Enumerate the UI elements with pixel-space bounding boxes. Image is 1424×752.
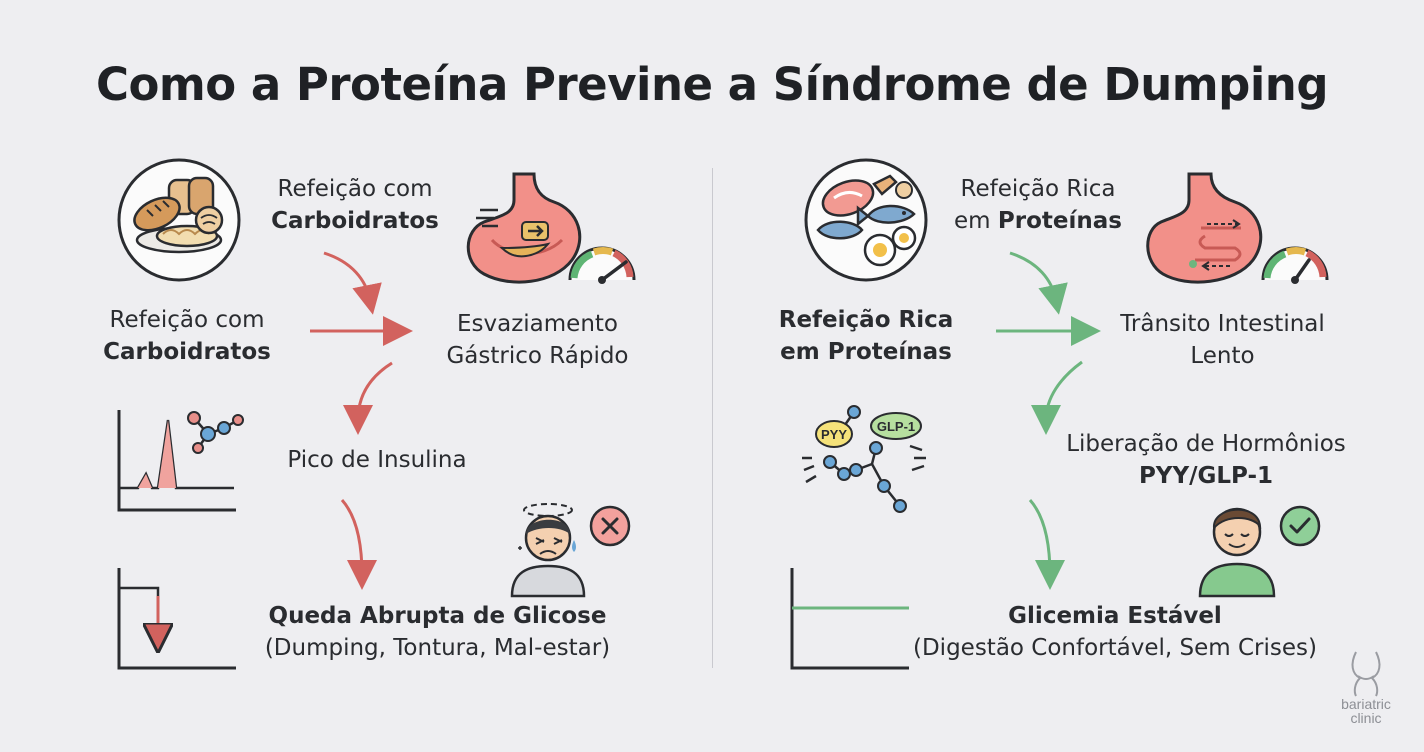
left-arrows [310,251,413,590]
glucose-drop-chart-icon [117,568,236,670]
logo-text-line1: bariatric [1341,696,1391,712]
carb-meal-label-line1: Refeição com [109,307,265,333]
carb-meal-caption-line2: Carboidratos [271,208,439,234]
logo-text-line2: clinic [1350,710,1382,726]
bariatric-clinic-logo-icon [1351,651,1381,697]
gastric-emptying-line1: Esvaziamento [457,311,618,337]
negative-x-badge-icon [589,505,631,547]
page-title: Como a Proteína Previne a Síndrome de Du… [95,58,1329,111]
arrow-emptying-to-insulin [343,361,393,435]
protein-meal-label: Refeição Rica em Proteínas [766,304,966,368]
glucose-drop-sub: (Dumping, Tontura, Mal-estar) [264,635,611,661]
hormone-release-label: Liberação de Hormônios PYY/GLP-1 [1040,428,1372,492]
protein-meal-caption: Refeição Rica em Proteínas [938,173,1138,237]
slow-transit-label: Trânsito Intestinal Lento [1100,308,1345,372]
glucose-drop-title: Queda Abrupta de Glicose [268,603,607,629]
positive-check-badge-icon [1279,505,1321,547]
protein-meal-label-line1: Refeição Rica [778,307,954,333]
logo-text: bariatric clinic [1328,697,1404,725]
gastric-emptying-line2: Gástrico Rápido [446,343,629,369]
hormone-badge-glp1: GLP-1 [877,419,915,434]
protein-meal-label-line2: em Proteínas [780,339,952,365]
carb-meal-caption-line1: Refeição com [277,176,433,202]
stable-glucose-label: Glicemia Estável (Digestão Confortável, … [905,600,1325,664]
slow-transit-line2: Lento [1190,343,1255,369]
stable-glucose-sub: (Digestão Confortável, Sem Crises) [913,635,1317,661]
hormone-molecules-icon: PYY GLP-1 [802,405,926,513]
insulin-molecule-icon [187,411,244,454]
arrow-meal-to-emptying-curved [323,251,382,315]
stable-glucose-title: Glicemia Estável [1008,603,1222,629]
hormone-release-line1: Liberação de Hormônios [1066,431,1346,457]
carb-meal-caption: Refeição com Carboidratos [250,173,460,237]
hormone-badge-pyy: PYY [821,427,847,442]
carb-plate-icon [117,158,241,282]
center-divider [712,168,713,668]
insulin-peak-label: Pico de Insulina [287,447,467,473]
protein-meal-caption-line1: Refeição Rica [960,176,1116,202]
arrow-insulin-to-drop [340,499,377,590]
hormone-release-line2: PYY/GLP-1 [1138,463,1274,489]
protein-meal-caption-line2-bold: Proteínas [997,208,1122,234]
carb-meal-label-line2: Carboidratos [103,339,271,365]
insulin-spike-chart-icon [117,410,236,512]
arrow-protein-to-transit-curved [1009,251,1068,315]
dizzy-person-icon [510,503,586,598]
calm-person-icon [1198,507,1276,598]
slow-transit-line1: Trânsito Intestinal [1120,311,1325,337]
protein-meal-caption-line2-plain: em [954,208,998,234]
stable-glucose-chart-icon [790,568,909,670]
arrow-transit-to-hormones [1031,360,1083,435]
protein-meal-caption-line2: em Proteínas [938,205,1138,237]
protein-plate-icon [804,158,928,282]
glucose-drop-label: Queda Abrupta de Glicose (Dumping, Tontu… [240,600,635,664]
arrow-hormones-to-stable [1028,499,1065,590]
stomach-fast-icon [466,172,636,284]
carb-meal-label: Refeição com Carboidratos [82,304,292,368]
stomach-slow-icon [1146,172,1329,284]
gastric-emptying-label: Esvaziamento Gástrico Rápido [420,308,655,372]
